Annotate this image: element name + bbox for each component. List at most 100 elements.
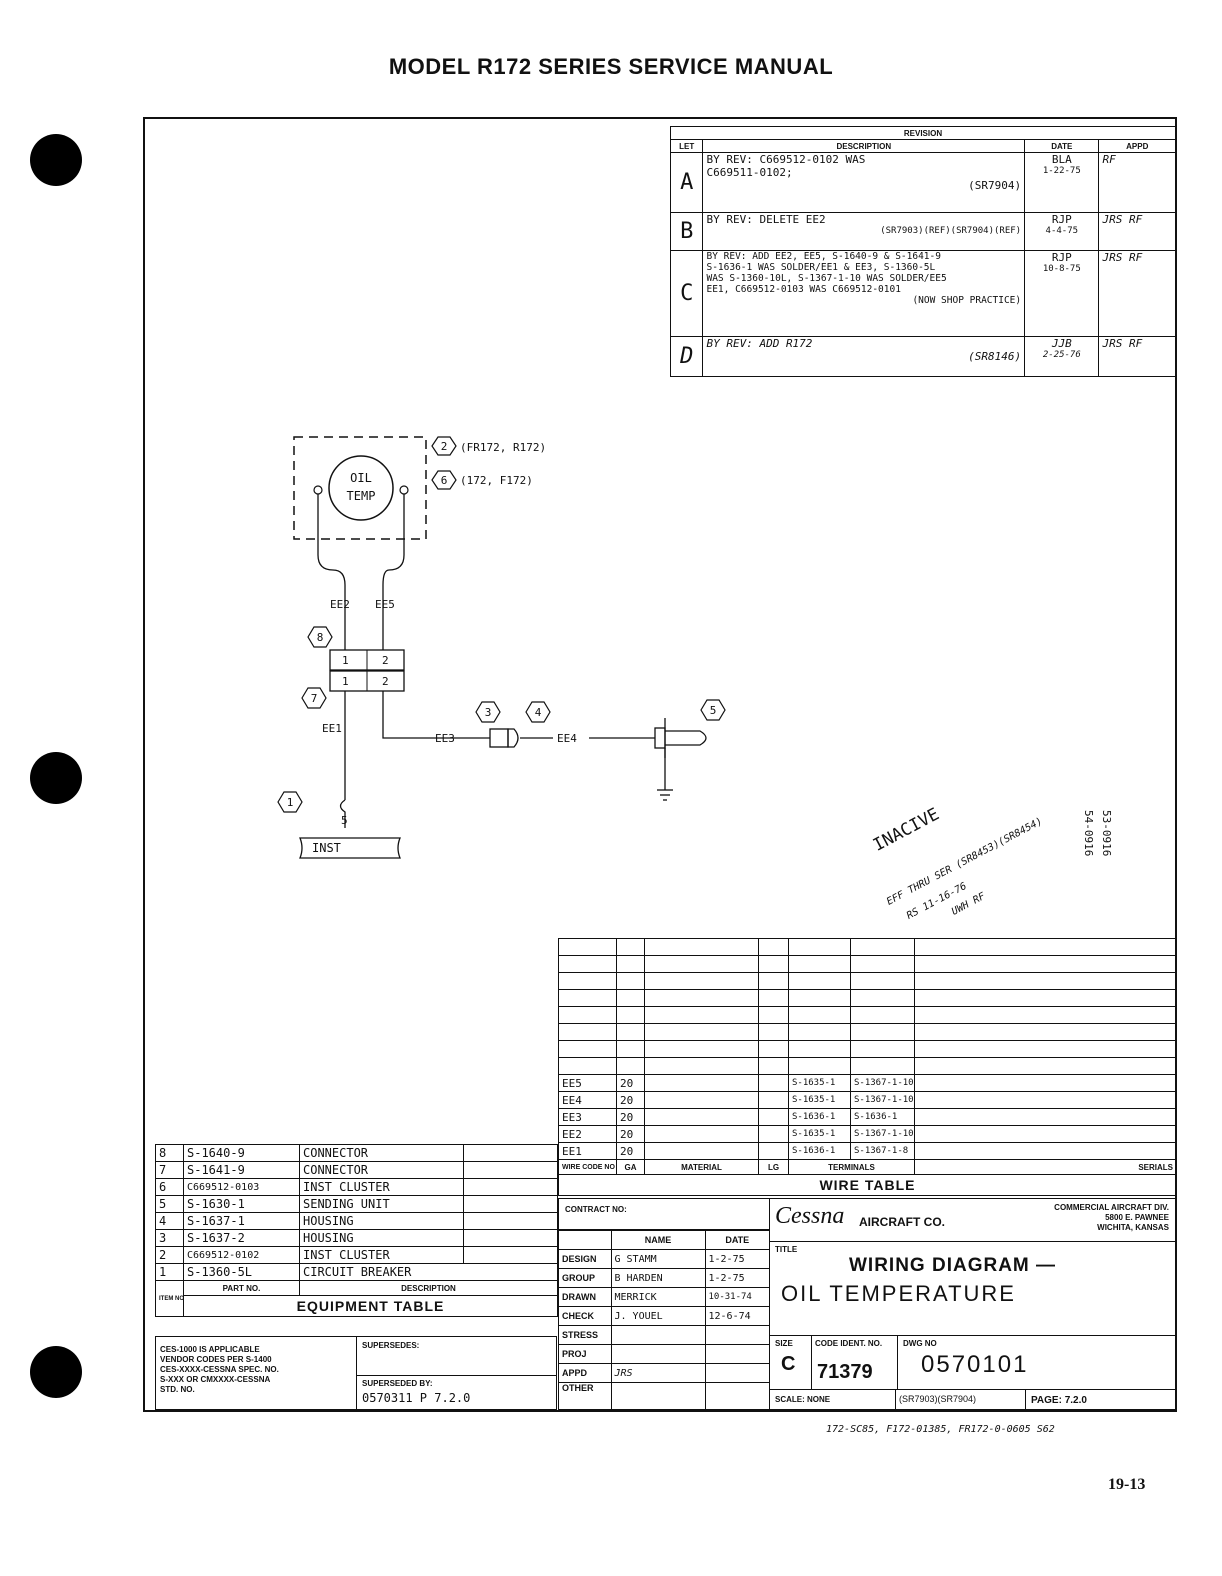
punch-hole: [30, 752, 82, 804]
wire-serials: [914, 1091, 1177, 1109]
rev-line: (NOW SHOP PRACTICE): [912, 295, 1022, 306]
rev-appd: RF: [1098, 152, 1176, 213]
drawing-frame: [143, 117, 1177, 1412]
rev-date-value: 1-22-75: [1042, 166, 1081, 176]
size-value: C: [781, 1353, 796, 1375]
rev-description: BY REV: DELETE EE2 (SR7903)(REF)(SR7904)…: [702, 212, 1026, 251]
wire-material: [644, 1108, 759, 1126]
rev-line: BY REV: DELETE EE2: [706, 213, 826, 227]
part-no: S-1360-5L: [183, 1263, 300, 1281]
role: DRAWN: [559, 1287, 612, 1307]
housing-3: [489, 728, 509, 748]
rev-letter: B: [669, 212, 704, 251]
callout-hexagon: [431, 436, 457, 456]
revision-block: REVISION LET DESCRIPTION DATE APPD A BY …: [669, 126, 1176, 377]
instrument-cluster-outline: [293, 436, 427, 540]
pin-5: 5: [341, 814, 348, 827]
inactive-stamp-side2: 53-0916: [1100, 810, 1113, 857]
signer: B HARDEN: [610, 1268, 706, 1288]
rev-description: BY REV: ADD EE2, EE5, S-1640-9 & S-1641-…: [702, 250, 1026, 337]
wire-material: [644, 1125, 759, 1143]
signer: J. YOUEL: [610, 1306, 706, 1326]
wire-ga: 20: [616, 1108, 645, 1126]
signer: [610, 1382, 706, 1409]
wire-terminal-a: S-1635-1: [788, 1125, 851, 1143]
gauge-terminal: [313, 485, 323, 495]
wire-ga: 20: [616, 1142, 645, 1160]
inst-label: INST: [312, 841, 341, 855]
signer: JRS: [610, 1363, 706, 1383]
part-description: CONNECTOR: [299, 1144, 464, 1162]
wire-col-code: WIRE CODE NO: [558, 1159, 617, 1175]
wire-ee3: [382, 691, 490, 739]
circuit-breaker: [339, 799, 346, 828]
wire-code: EE2: [558, 1125, 617, 1143]
part-no: S-1630-1: [183, 1195, 300, 1213]
oil-temp-label-1: OIL: [350, 471, 372, 485]
wire-terminal-b: S-1636-1: [850, 1108, 915, 1126]
wire-code: EE1: [558, 1142, 617, 1160]
role: GROUP: [559, 1268, 612, 1288]
role: STRESS: [559, 1325, 612, 1345]
signer: [610, 1344, 706, 1364]
part-no: C669512-0103: [183, 1178, 300, 1196]
rev-date-value: 10-8-75: [1042, 264, 1081, 274]
address-line: 5800 E. PAWNEE: [1105, 1213, 1169, 1222]
wire-code: EE5: [558, 1074, 617, 1092]
role: CHECK: [559, 1306, 612, 1326]
signer: [610, 1325, 706, 1345]
wire-terminal-a: S-1635-1: [788, 1091, 851, 1109]
sr-references: (SR7903)(SR7904): [899, 1394, 977, 1404]
sign-date: [704, 1325, 769, 1345]
rev-line: S-1636-1 WAS SOLDER/EE1 & EE3, S-1360-5L: [706, 262, 936, 273]
oil-temp-label-2: TEMP: [347, 489, 376, 503]
callout-2-note: (FR172, R172): [460, 441, 546, 454]
punch-hole: [30, 134, 82, 186]
rev-line: BY REV: ADD R172: [706, 337, 813, 351]
wire-col-serials: SERIALS: [914, 1159, 1177, 1175]
housing-4: [507, 728, 519, 748]
rev-letter: A: [669, 152, 704, 213]
callout-6-note: (172, F172): [460, 474, 533, 487]
rev-line: (SR7904): [968, 179, 1022, 192]
item-no: 8: [155, 1144, 184, 1162]
date-col: DATE: [704, 1230, 769, 1250]
table-row: OTHER: [559, 1382, 769, 1409]
vendor-note-line: CES-XXXX-CESSNA SPEC. NO.: [160, 1365, 279, 1374]
rev-appd: JRS RF: [1098, 250, 1176, 337]
pin-1: 1: [342, 675, 349, 688]
wire-code: EE3: [558, 1108, 617, 1126]
callout-hexagon: [277, 791, 303, 813]
wire-col-ga: GA: [616, 1159, 645, 1175]
rev-date: RJP 10-8-75: [1024, 250, 1100, 337]
role: OTHER: [559, 1382, 612, 1409]
wire-lg: [758, 1125, 789, 1143]
wire-lg: [758, 1142, 789, 1160]
vendor-notes: CES-1000 IS APPLICABLE VENDOR CODES PER …: [160, 1345, 279, 1395]
wire-material: [644, 1074, 759, 1092]
size-label: SIZE: [775, 1339, 793, 1348]
rev-date-value: 2-25-76: [1042, 350, 1081, 360]
code-ident-label: CODE IDENT. NO.: [815, 1339, 883, 1348]
wire-lg: [758, 1091, 789, 1109]
rev-date-initials: JJB: [1051, 337, 1072, 351]
dwg-no-label: DWG NO: [903, 1339, 937, 1348]
wire-serials: [914, 1142, 1177, 1160]
rev-appd: JRS RF: [1098, 336, 1176, 377]
sign-date: 12-6-74: [704, 1306, 769, 1326]
wire-ee1-label: EE1: [322, 722, 342, 735]
callout-1: 1: [287, 796, 294, 809]
company-suffix: AIRCRAFT CO.: [859, 1215, 945, 1229]
role: DESIGN: [559, 1249, 612, 1269]
equip-col-description: DESCRIPTION: [299, 1280, 558, 1296]
callout-8: 8: [317, 631, 324, 644]
wire-ee4-label: EE4: [557, 732, 577, 745]
wire-terminal-b: S-1367-1-10: [850, 1074, 915, 1092]
